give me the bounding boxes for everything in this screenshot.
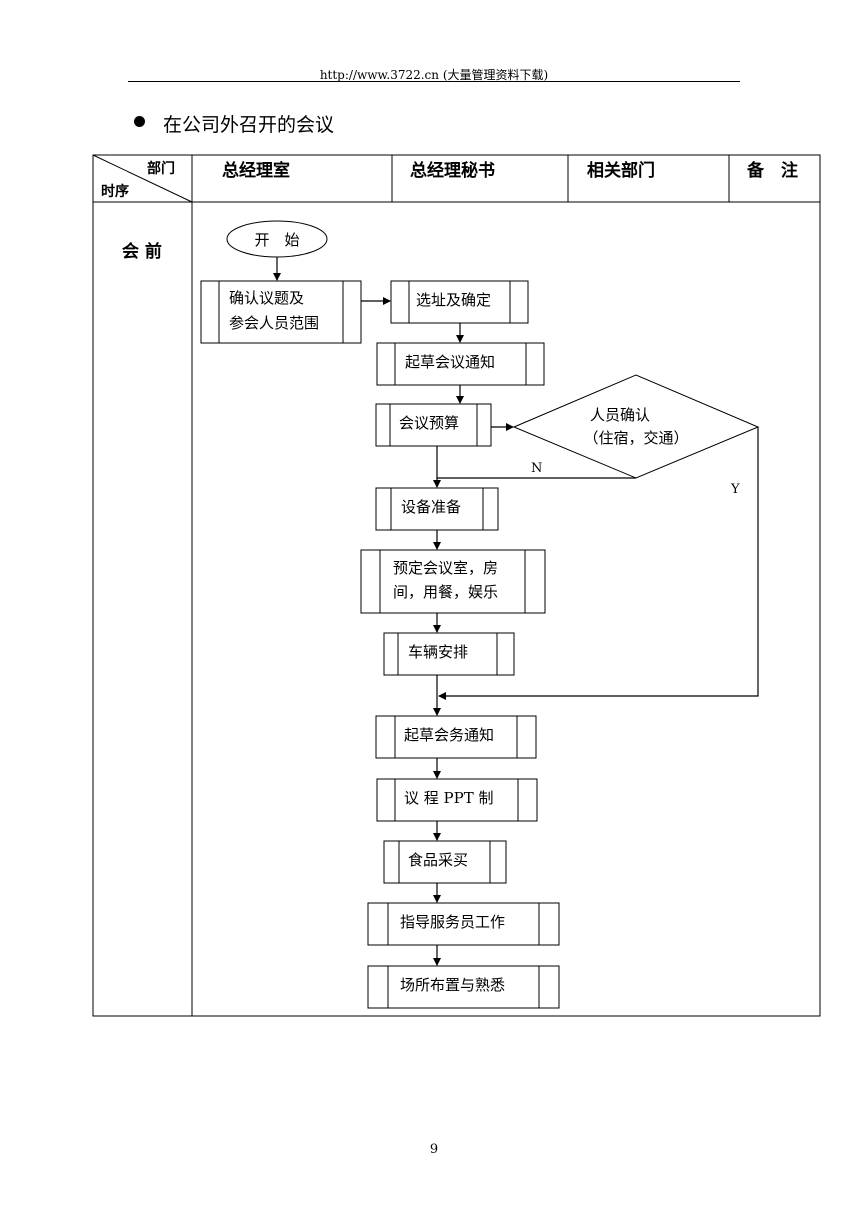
flow-food-label: 食品采买 <box>408 851 468 869</box>
flow-connectors <box>273 257 759 966</box>
flow-box-venue <box>367 965 560 1009</box>
flow-reserve-line1: 预定会议室，房 <box>393 559 498 577</box>
flow-decision-diamond <box>512 374 760 479</box>
flow-budget-label: 会议预算 <box>399 414 459 432</box>
flow-box-reserve <box>360 549 546 614</box>
flow-vehicle-label: 车辆安排 <box>408 643 468 661</box>
corner-dept-label: 部门 <box>147 160 175 177</box>
flow-box-guide-staff <box>367 902 560 946</box>
page-number: 9 <box>429 1142 439 1157</box>
flow-no-label: N <box>531 461 542 476</box>
section-title: 在公司外召开的会议 <box>163 114 335 136</box>
bullet-icon <box>134 116 145 127</box>
page-header-url: http://www.3722.cn (大量管理资料下载) <box>319 68 549 82</box>
flow-venue-label: 场所布置与熟悉 <box>400 976 505 994</box>
flow-box-budget <box>375 403 492 447</box>
flow-box-confirm-topic <box>200 280 362 344</box>
flow-box-draft-affairs <box>375 715 537 759</box>
flow-box-ppt <box>376 778 538 822</box>
flow-draft-affairs-label: 起草会务通知 <box>404 726 494 744</box>
phase-label-before-meeting: 会 前 <box>122 241 162 262</box>
column-header-gm-office: 总经理室 <box>222 160 290 181</box>
column-header-remarks: 备 注 <box>746 160 798 181</box>
column-header-gm-secretary: 总经理秘书 <box>410 160 495 181</box>
flow-ppt-label: 议 程 PPT 制 <box>404 789 494 807</box>
flow-equipment-label: 设备准备 <box>401 498 461 516</box>
flow-reserve-line2: 间，用餐，娱乐 <box>393 583 498 601</box>
flow-select-site-label: 选址及确定 <box>416 291 491 309</box>
flow-box-vehicle <box>383 632 515 676</box>
corner-time-label: 时序 <box>101 183 129 200</box>
flow-draft-notice-label: 起草会议通知 <box>405 353 495 371</box>
header-rule <box>128 81 740 82</box>
flow-confirm-topic-line1: 确认议题及 <box>229 289 304 307</box>
flow-decision-line2: （住宿，交通） <box>583 429 688 447</box>
flow-box-food <box>383 840 507 884</box>
column-header-related-dept: 相关部门 <box>587 160 655 181</box>
flow-decision-line1: 人员确认 <box>590 406 650 424</box>
flow-confirm-topic-line2: 参会人员范围 <box>229 314 319 332</box>
flow-start-node: 开 始 <box>226 220 328 258</box>
flow-guide-staff-label: 指导服务员工作 <box>400 913 505 931</box>
flow-start-label: 开 始 <box>254 231 299 249</box>
table-grid <box>92 154 821 1017</box>
flow-yes-label: Y <box>730 482 740 497</box>
